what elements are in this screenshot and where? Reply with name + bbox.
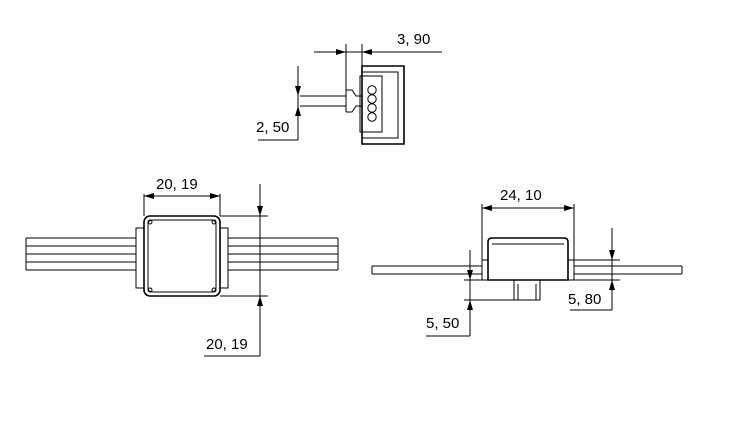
dim-right-height-left: 5, 50 [426, 315, 459, 332]
left-view [25, 184, 339, 357]
top-view [258, 44, 442, 145]
dim-right-height-right: 5, 80 [568, 291, 601, 308]
dim-left-width: 20, 19 [156, 176, 198, 193]
dim-top-height: 2, 50 [256, 119, 289, 136]
dim-top-width: 3, 90 [397, 31, 430, 48]
dim-right-width: 24, 10 [500, 187, 542, 204]
right-view [371, 204, 683, 337]
dim-left-height: 20, 19 [206, 336, 248, 353]
